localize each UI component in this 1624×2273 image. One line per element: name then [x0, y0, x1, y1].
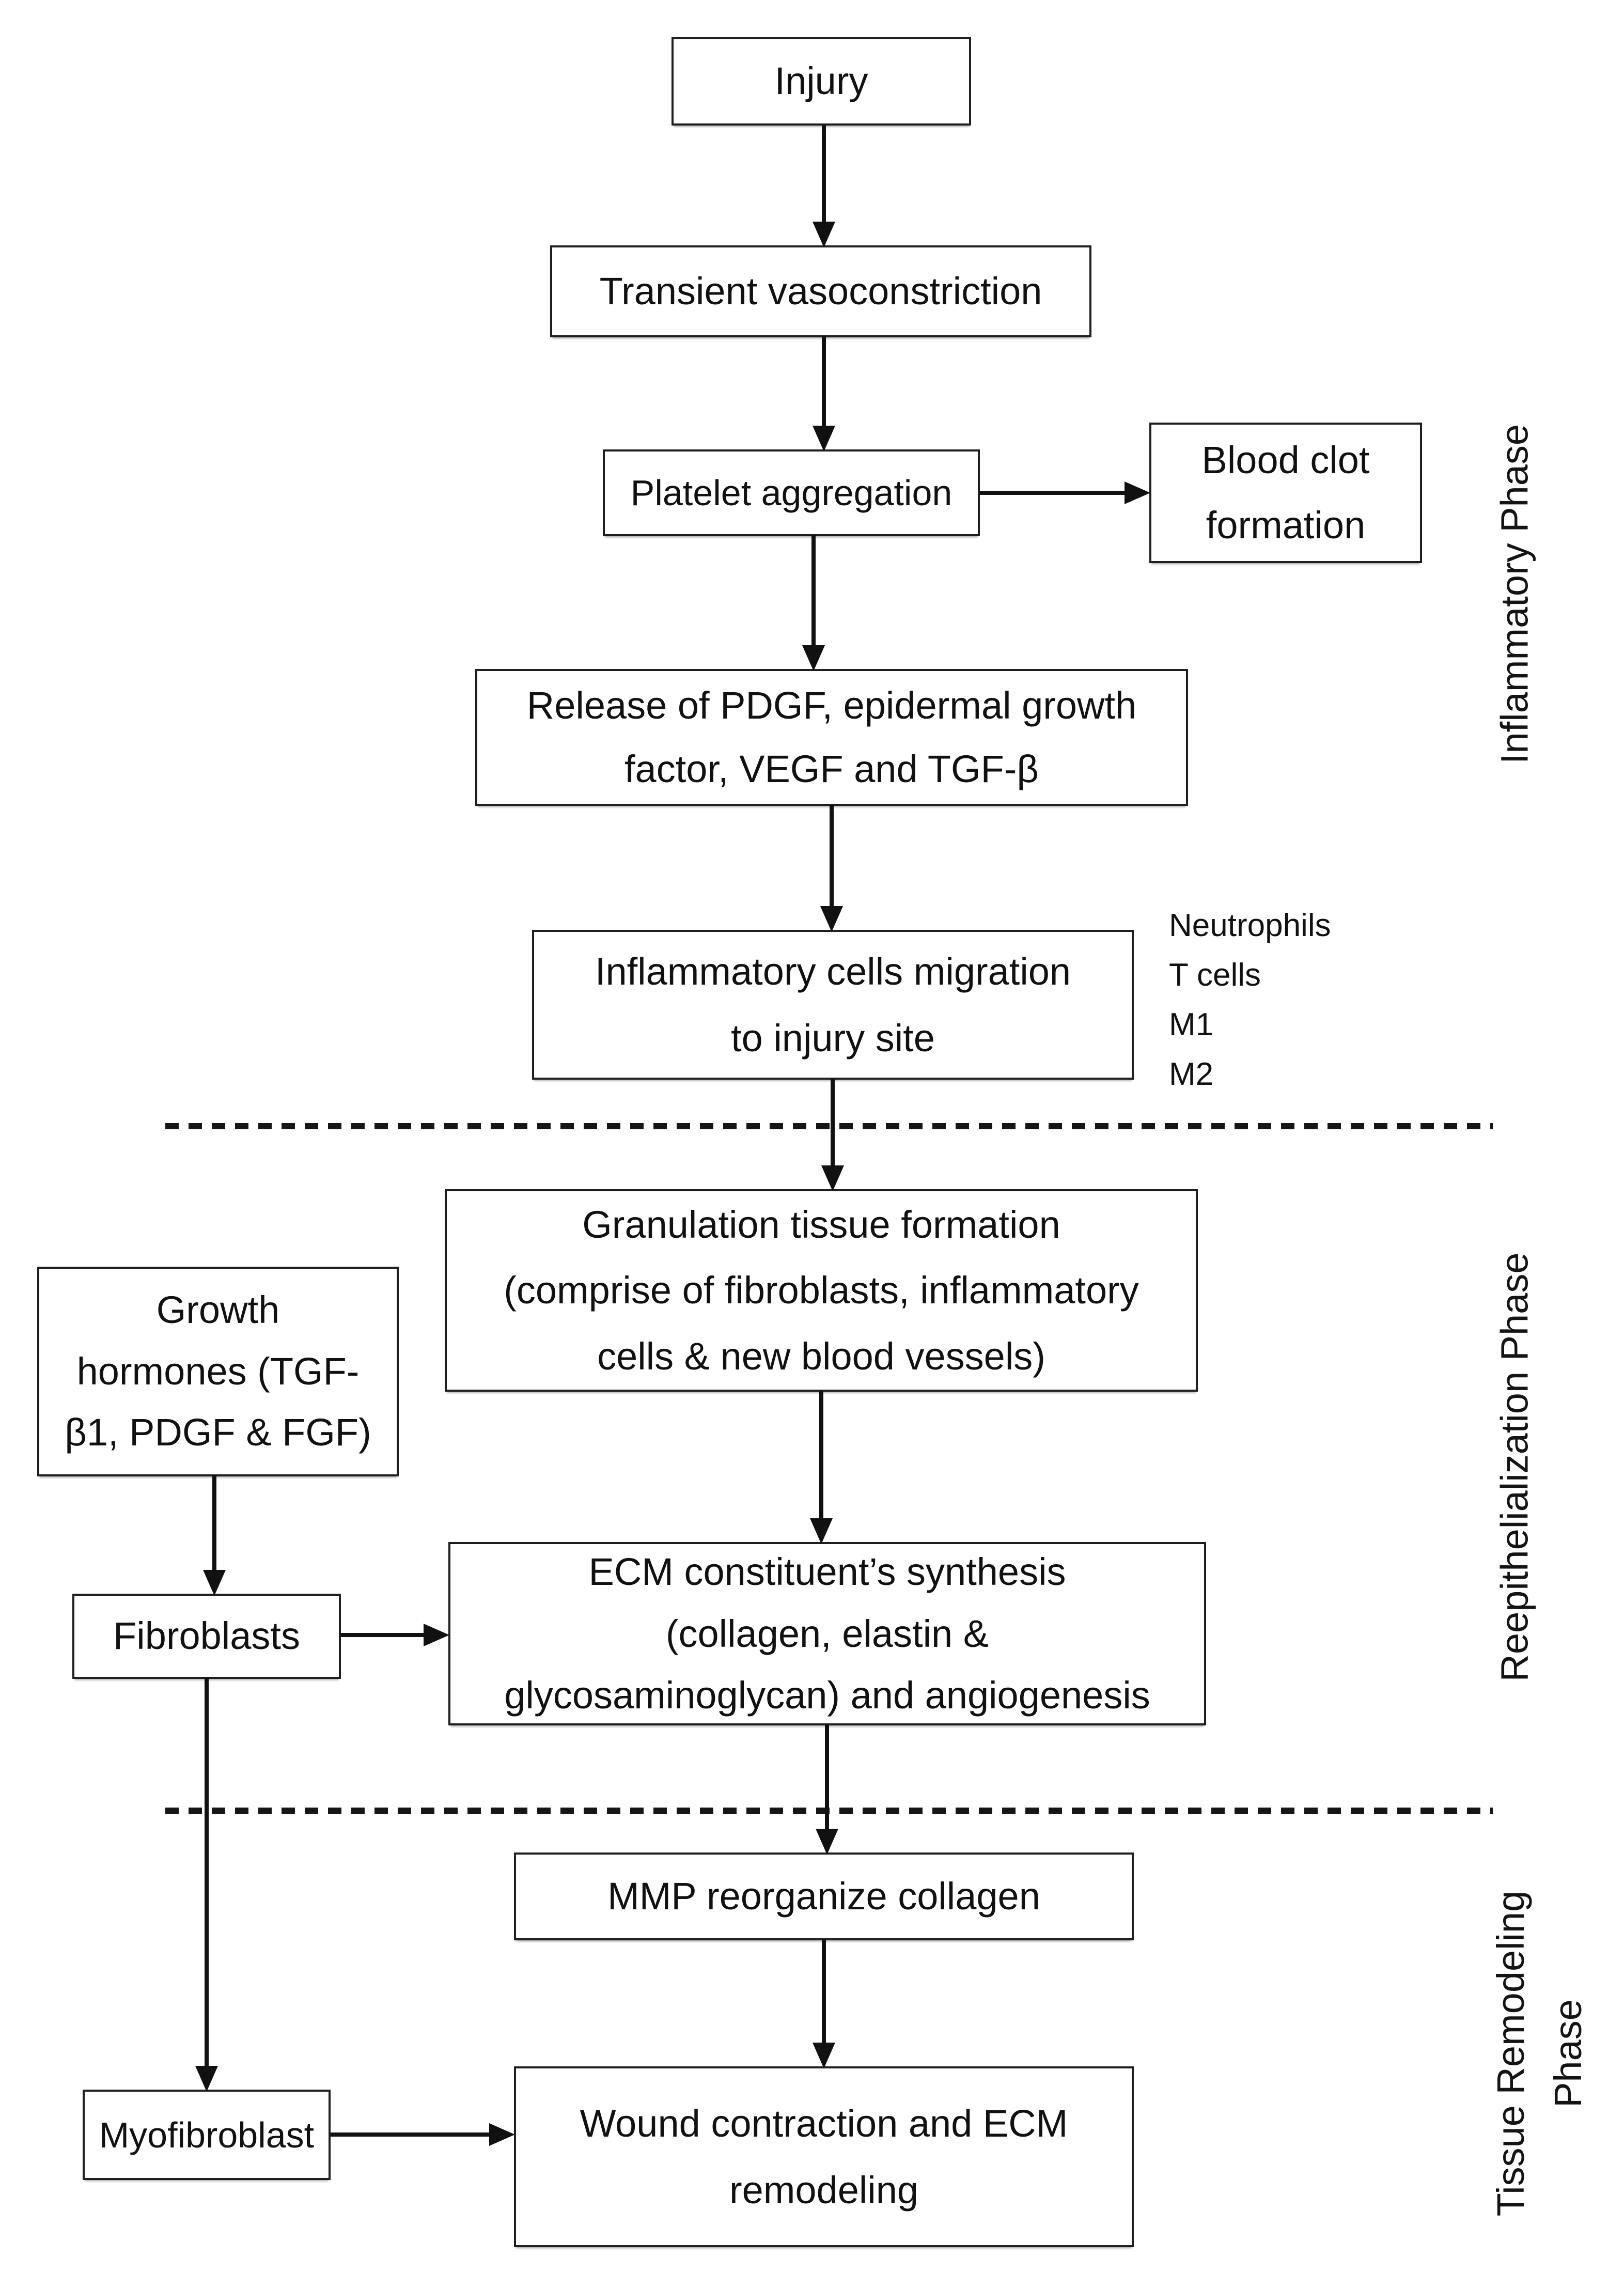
arrow-head-icon	[813, 426, 835, 452]
node-blood-clot-line1: Blood clot	[1201, 439, 1370, 482]
arrow-migration-to-granulation	[821, 1079, 844, 1191]
node-wound-line1: Wound contraction and ECM	[580, 2101, 1068, 2145]
arrow-head-icon	[195, 2066, 218, 2092]
arrow-granulation-to-ecm	[810, 1391, 833, 1544]
node-migration-line1: Inflammatory cells migration	[595, 949, 1071, 993]
node-ecm-line3: glycosaminoglycan) and angiogenesis	[504, 1674, 1150, 1717]
arrow-head-icon	[820, 906, 843, 932]
arrow-head-icon	[802, 645, 825, 671]
arrow-shaft	[830, 805, 834, 909]
cell-types-list: Neutrophils T cells M1 M2	[1169, 901, 1331, 1099]
arrow-growth-to-fibroblasts	[203, 1475, 226, 1596]
arrow-head-icon	[821, 1165, 844, 1191]
arrow-shaft	[811, 535, 816, 648]
phase-label-tissue-remodeling-line1: Tissue Remodeling	[1489, 1890, 1532, 2217]
node-granulation-line1: Granulation tissue formation	[582, 1203, 1060, 1247]
phase-label-inflammatory: Inflammatory Phase	[1493, 424, 1536, 765]
node-granulation-line2: (comprise of fibroblasts, inflammatory	[504, 1269, 1139, 1312]
node-granulation-line3: cells & new blood vessels)	[597, 1334, 1045, 1378]
phase-label-reepithelialization: Reepithelialization Phase	[1493, 1252, 1536, 1682]
node-fibroblasts: Fibroblasts	[72, 1594, 341, 1679]
arrow-shaft	[822, 125, 826, 225]
arrow-injury-to-transient	[813, 125, 835, 247]
node-ecm-line1: ECM constituent’s synthesis	[588, 1550, 1066, 1593]
node-release-line2: factor, VEGF and TGF-β	[624, 747, 1039, 790]
node-release-growth-factors: Release of PDGF, epidermal growth factor…	[475, 669, 1188, 806]
cell-type-t-cells: T cells	[1169, 957, 1261, 993]
arrow-transient-to-platelet	[813, 336, 835, 452]
node-growth-hormones-line3: β1, PDGF & FGF)	[65, 1411, 371, 1454]
arrow-shaft	[822, 336, 826, 429]
arrow-shaft	[819, 1391, 823, 1521]
node-myofibroblast: Myofibroblast	[83, 2090, 331, 2180]
arrow-shaft	[831, 1079, 835, 1169]
arrow-shaft	[980, 491, 1128, 495]
node-growth-hormones-line2: hormones (TGF-	[76, 1349, 360, 1393]
arrow-head-icon	[424, 1624, 449, 1646]
arrow-platelet-to-bloodclot	[980, 481, 1150, 504]
node-injury: Injury	[672, 37, 971, 126]
arrow-head-icon	[816, 1829, 838, 1855]
arrow-head-icon	[810, 1518, 833, 1544]
arrow-head-icon	[203, 1570, 226, 1596]
phase-label-tissue-remodeling: Tissue Remodeling Phase	[1482, 1831, 1597, 2273]
arrow-shaft	[825, 1724, 829, 1832]
arrow-shaft	[205, 1678, 209, 2069]
arrow-ecm-to-mmp	[816, 1724, 838, 1855]
arrow-shaft	[212, 1475, 216, 1573]
arrow-shaft	[822, 1939, 826, 2046]
node-ecm-synthesis: ECM constituent’s synthesis (collagen, e…	[448, 1542, 1206, 1725]
node-growth-hormones: Growth hormones (TGF- β1, PDGF & FGF)	[37, 1267, 399, 1476]
cell-type-neutrophils: Neutrophils	[1169, 908, 1331, 943]
node-platelet-aggregation: Platelet aggregation	[603, 449, 980, 536]
node-release-line1: Release of PDGF, epidermal growth	[526, 684, 1137, 727]
arrow-head-icon	[489, 2123, 515, 2146]
node-platelet-aggregation-label: Platelet aggregation	[630, 473, 952, 513]
arrow-platelet-to-release	[802, 535, 825, 671]
arrow-shaft	[341, 1633, 427, 1637]
node-wound-contraction: Wound contraction and ECM remodeling	[514, 2066, 1134, 2247]
node-myofibroblast-label: Myofibroblast	[99, 2114, 315, 2155]
node-ecm-line2: (collagen, elastin &	[665, 1612, 989, 1655]
node-growth-hormones-line1: Growth	[156, 1288, 280, 1332]
arrow-myofibroblast-to-wound	[331, 2123, 515, 2146]
node-injury-label: Injury	[774, 59, 868, 103]
node-blood-clot-line2: formation	[1206, 504, 1366, 547]
phase-divider-2	[165, 1808, 1493, 1814]
node-migration-line2: to injury site	[731, 1017, 935, 1060]
cell-type-m1: M1	[1169, 1007, 1214, 1042]
node-blood-clot-formation: Blood clot formation	[1149, 423, 1422, 563]
arrow-fibroblasts-to-myofibroblast	[195, 1678, 218, 2092]
node-wound-line2: remodeling	[729, 2169, 919, 2212]
node-transient-vasoconstriction-label: Transient vasoconstriction	[599, 269, 1042, 313]
node-fibroblasts-label: Fibroblasts	[113, 1614, 300, 1658]
phase-label-tissue-remodeling-line2: Phase	[1547, 1999, 1589, 2108]
arrow-shaft	[331, 2132, 492, 2137]
cell-type-m2: M2	[1169, 1056, 1214, 1092]
node-mmp-collagen: MMP reorganize collagen	[514, 1852, 1134, 1940]
node-mmp-collagen-label: MMP reorganize collagen	[607, 1874, 1040, 1918]
node-inflammatory-cells-migration: Inflammatory cells migration to injury s…	[532, 930, 1134, 1080]
phase-divider-1	[165, 1123, 1493, 1129]
node-granulation-tissue: Granulation tissue formation (comprise o…	[445, 1189, 1198, 1392]
arrow-head-icon	[1125, 481, 1150, 504]
arrow-release-to-migration	[820, 805, 843, 932]
node-transient-vasoconstriction: Transient vasoconstriction	[550, 245, 1091, 337]
arrow-fibroblasts-to-ecm	[341, 1624, 449, 1646]
arrow-head-icon	[813, 222, 835, 247]
arrow-head-icon	[813, 2043, 835, 2068]
arrow-mmp-to-wound	[813, 1939, 835, 2068]
